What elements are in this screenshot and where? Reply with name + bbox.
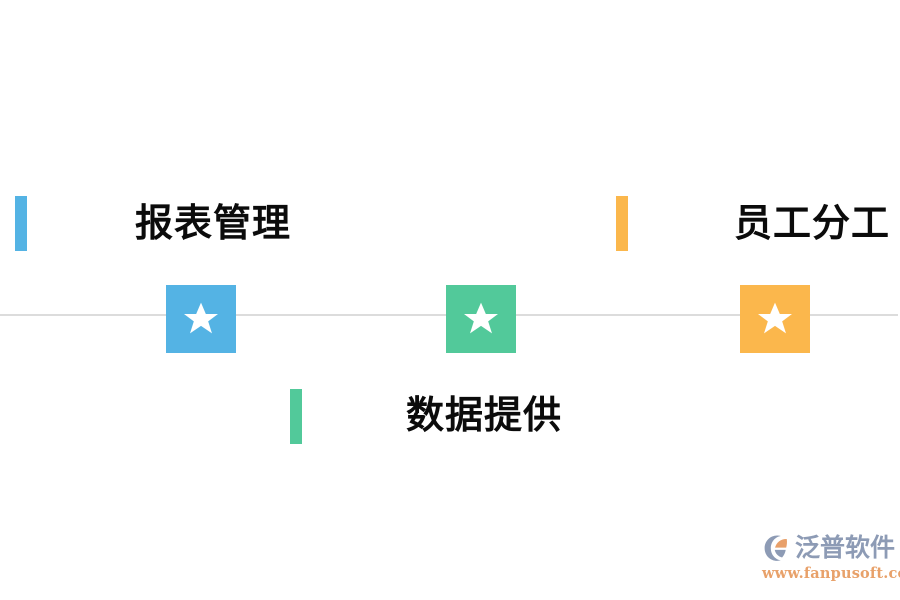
node-label-data: 数据提供 xyxy=(406,393,563,437)
brand-name: 泛普软件 xyxy=(795,533,896,562)
timeline-node-staff[interactable] xyxy=(740,285,810,353)
node-label-staff: 员工分工 xyxy=(734,201,891,245)
star-icon xyxy=(184,302,218,334)
brand-watermark: 泛普软件 www.fanpusoft.com xyxy=(762,532,900,586)
brand-watermark-row: 泛普软件 xyxy=(762,532,896,564)
timeline-node-data[interactable] xyxy=(446,285,516,353)
timeline-node-reports[interactable] xyxy=(166,285,236,353)
star-icon xyxy=(464,302,498,334)
star-icon xyxy=(758,302,792,334)
fanpu-swoosh-logo-icon xyxy=(764,535,787,561)
accent-bar-reports xyxy=(15,196,27,251)
node-label-reports: 报表管理 xyxy=(135,201,292,245)
accent-bar-staff xyxy=(616,196,628,251)
brand-url: www.fanpusoft.com xyxy=(762,565,900,582)
accent-bar-data xyxy=(290,389,302,444)
